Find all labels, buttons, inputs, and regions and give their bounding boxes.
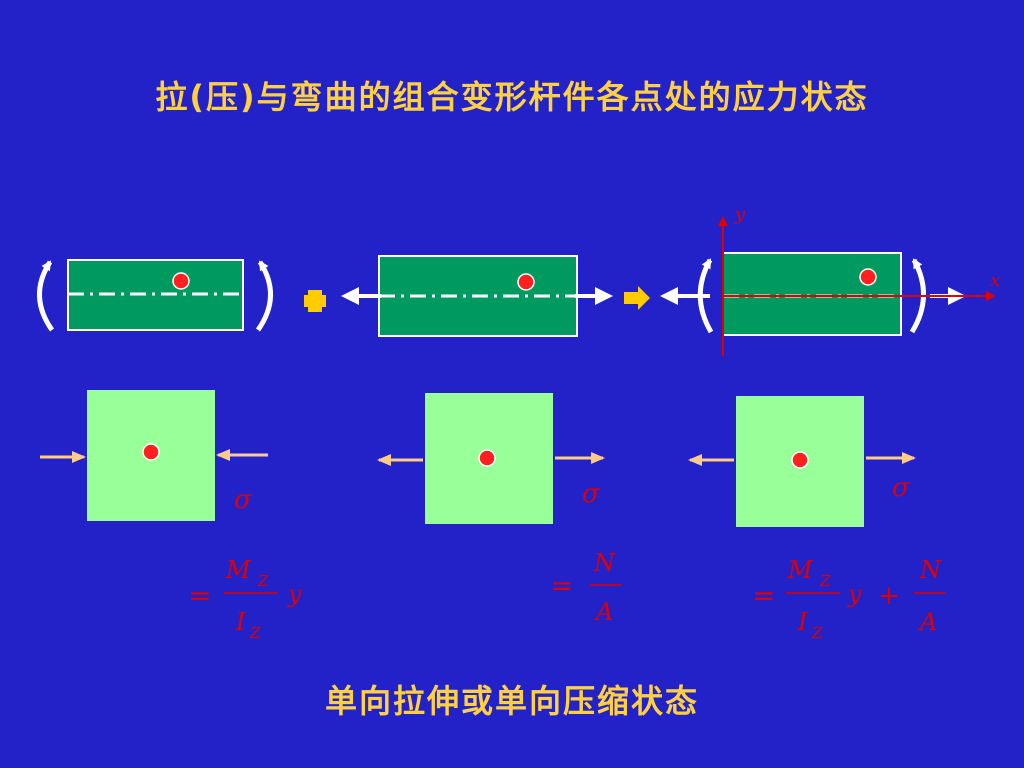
formula-2-equals: =: [550, 569, 573, 602]
x-axis-label: x: [990, 270, 1000, 291]
formula-1-multiplier: y: [287, 580, 302, 608]
combined-moment-left: [697, 258, 714, 334]
beam-combined-point: [859, 268, 877, 286]
formula-3-numerator: M: [787, 556, 814, 584]
moment-arrow-right: [255, 260, 273, 332]
right-arrow: [624, 286, 650, 310]
element-bending-point: [142, 443, 160, 461]
beam-combined: y x: [660, 204, 1000, 356]
formula-1-numerator-sub: Z: [257, 572, 269, 590]
slide-subtitle: 单向拉伸或单向压缩状态: [324, 682, 699, 720]
moment-arrow-left: [37, 260, 55, 332]
formula-bending: = M Z I Z y: [188, 556, 302, 642]
element-combined-point: [791, 451, 809, 469]
formula-1-denominator-sub: Z: [249, 624, 261, 642]
formula-1-equals: =: [188, 579, 211, 612]
formula-3-equals: =: [752, 579, 775, 612]
element-combined: σ: [688, 396, 916, 527]
formula-3-numerator-2: N: [919, 556, 942, 584]
beam-bending-point: [172, 272, 190, 290]
element-bending: σ: [40, 390, 268, 521]
formula-2-numerator: N: [593, 549, 616, 577]
beam-combined-body: [722, 252, 902, 336]
sigma-label-1: σ: [234, 485, 253, 515]
sigma-label-2: σ: [582, 479, 601, 509]
slide-title: 拉(压)与弯曲的组合变形杆件各点处的应力状态: [155, 78, 869, 116]
formula-3-plus: +: [878, 581, 900, 611]
formula-3-denominator: I: [797, 608, 808, 636]
formula-3-denominator-2: A: [918, 608, 937, 636]
formula-3-denominator-sub: Z: [811, 624, 823, 642]
formula-3-multiplier: y: [847, 580, 862, 608]
element-axial: σ: [377, 393, 605, 524]
y-axis-label: y: [734, 204, 746, 225]
formula-2-denominator: A: [594, 598, 613, 626]
formula-1-denominator: I: [235, 608, 246, 636]
beam-axial-point: [517, 273, 535, 291]
formula-3-numerator-sub: Z: [819, 572, 831, 590]
formula-1-numerator: M: [225, 556, 252, 584]
beam-bending: [37, 259, 273, 332]
plus-sign: [304, 290, 326, 312]
beam-bending-body: [67, 259, 244, 331]
formula-axial: = N A: [550, 549, 622, 626]
sigma-label-3: σ: [892, 473, 911, 503]
element-axial-point: [478, 449, 496, 467]
beam-axial: [341, 255, 613, 337]
formula-combined: = M Z I Z y + N A: [752, 556, 946, 642]
